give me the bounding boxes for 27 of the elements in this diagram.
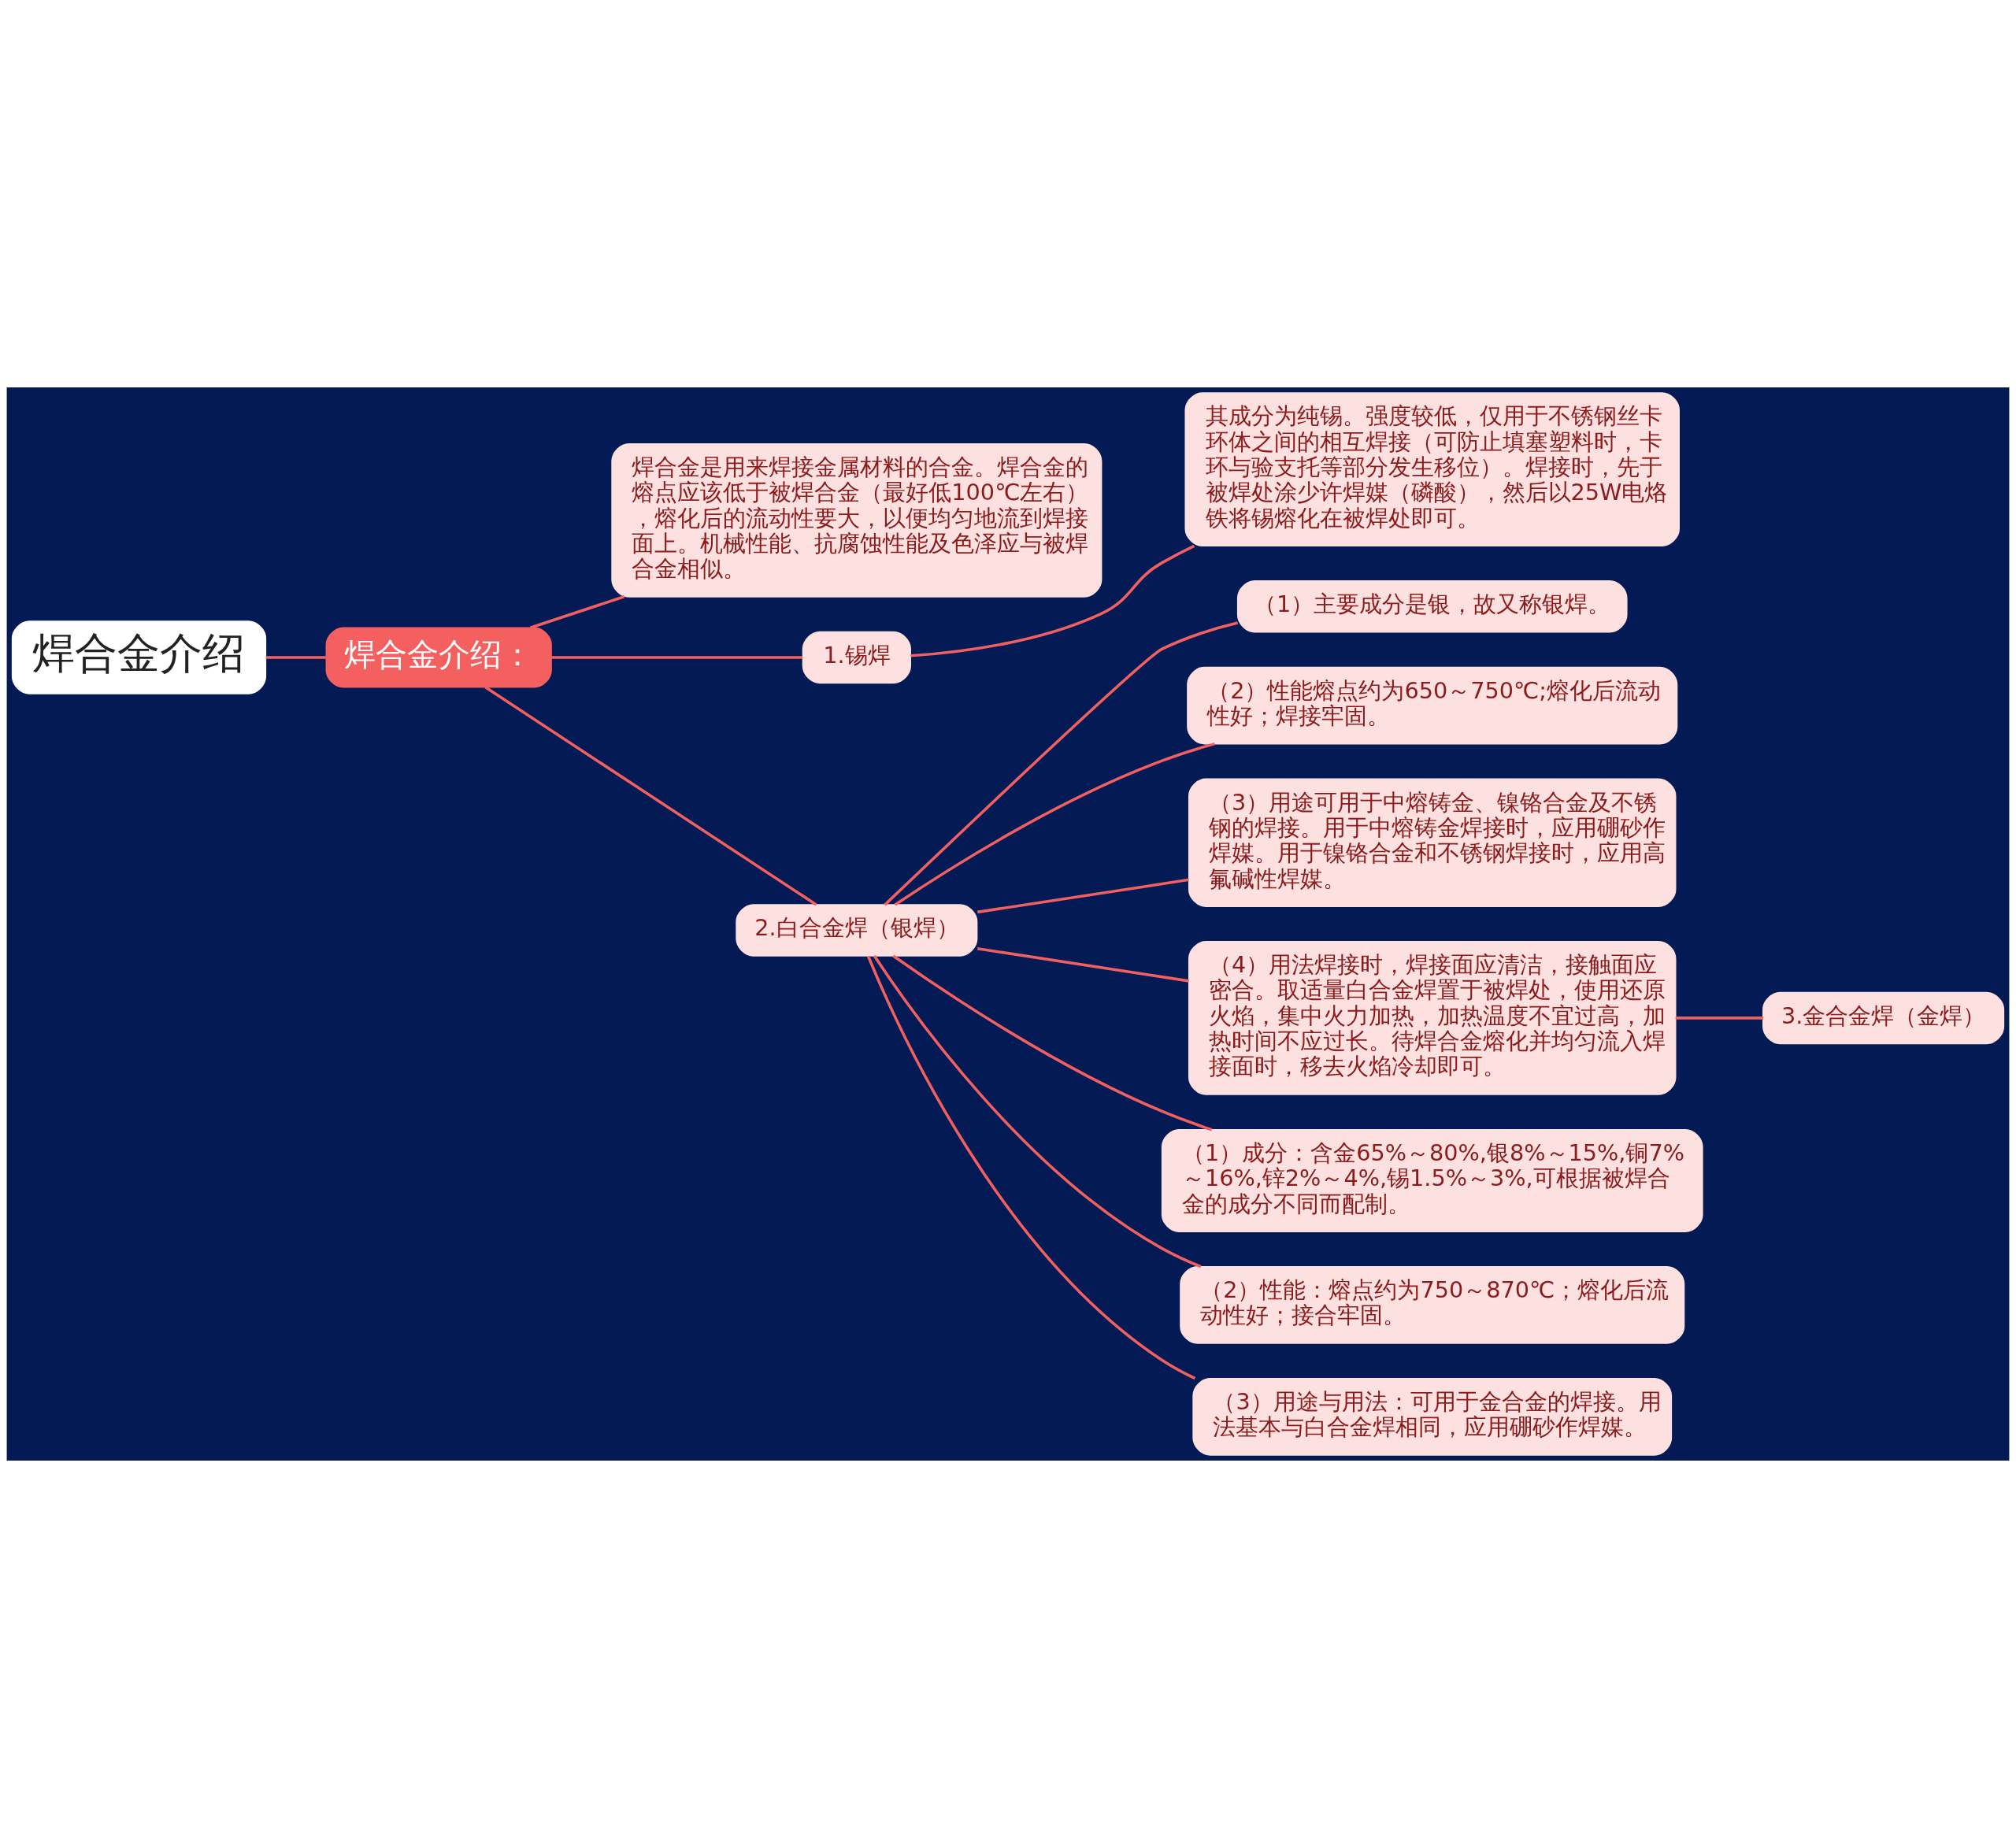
node-box: 1.锡焊 [802, 631, 911, 684]
node-box: （3）用途可用于中熔铸金、镍铬合金及不锈钢的焊接。用于中熔铸金焊接时，应用硼砂作焊媒。用于镍铬合金和不锈钢焊接时，应用高氟碱性焊媒。 [1188, 778, 1677, 907]
connector [265, 656, 326, 659]
connector [1675, 1017, 1763, 1020]
connector [529, 595, 625, 629]
node-box: （1）主要成分是银，故又称银焊。 [1236, 580, 1628, 633]
connector [866, 955, 1196, 1380]
node-box: 焊合金介绍： [325, 627, 552, 688]
connector [884, 621, 1238, 906]
node-box: （1）成分：含金65%～80%,银8%～15%,铜7%～16%,锌2%～4%,锡1.5%～3%,可根据被焊合金的成分不同而配制。 [1161, 1128, 1703, 1232]
node-box: （2）性能熔点约为650～750℃;熔化后流动性好；焊接牢固。 [1187, 666, 1678, 745]
node-box: 2.白合金焊（银焊） [736, 904, 978, 957]
connector [976, 947, 1189, 983]
connector [894, 742, 1215, 906]
node-box: （4）用法焊接时，焊接面应清洁，接触面应密合。取适量白合金焊置于被焊处，使用还原火焰，集中火力加热，加热温度不宜过高，加热时间不应过长。待焊合金熔化并均匀流入焊接面时，移去火焰冷却即可。 [1188, 941, 1677, 1095]
node-box: 焊合金是用来焊接金属材料的合金。焊合金的熔点应该低于被焊合金（最好低100℃左右），熔化后的流动性要大，以便均匀地流到焊接面上。机械性能、抗腐蚀性能及色泽应与被焊合金相似。 [611, 443, 1102, 598]
node-box: （2）性能：熔点约为750～870℃；熔化后流动性好；接合牢固。 [1180, 1266, 1685, 1344]
connector [976, 878, 1189, 914]
node-box: 焊合金介绍 [11, 620, 267, 694]
connector [551, 656, 803, 659]
node-box: 3.金合金焊（金焊） [1762, 991, 2005, 1045]
node-box: 其成分为纯锡。强度较低，仅用于不锈钢丝卡环体之间的相互焊接（可防止填塞塑料时，卡环与验支托等部分发生移位）。焊接时，先于被焊处涂少许焊媒（磷酸），然后以25W电烙铁将锡熔化在被焊处即可。 [1184, 392, 1680, 547]
connector [910, 544, 1195, 657]
node-box: （3）用途与用法：可用于金合金的焊接。用法基本与白合金焊相同，应用硼砂作焊媒。 [1192, 1377, 1673, 1456]
connector [892, 954, 1213, 1131]
connector [484, 686, 817, 906]
connector [873, 955, 1202, 1268]
